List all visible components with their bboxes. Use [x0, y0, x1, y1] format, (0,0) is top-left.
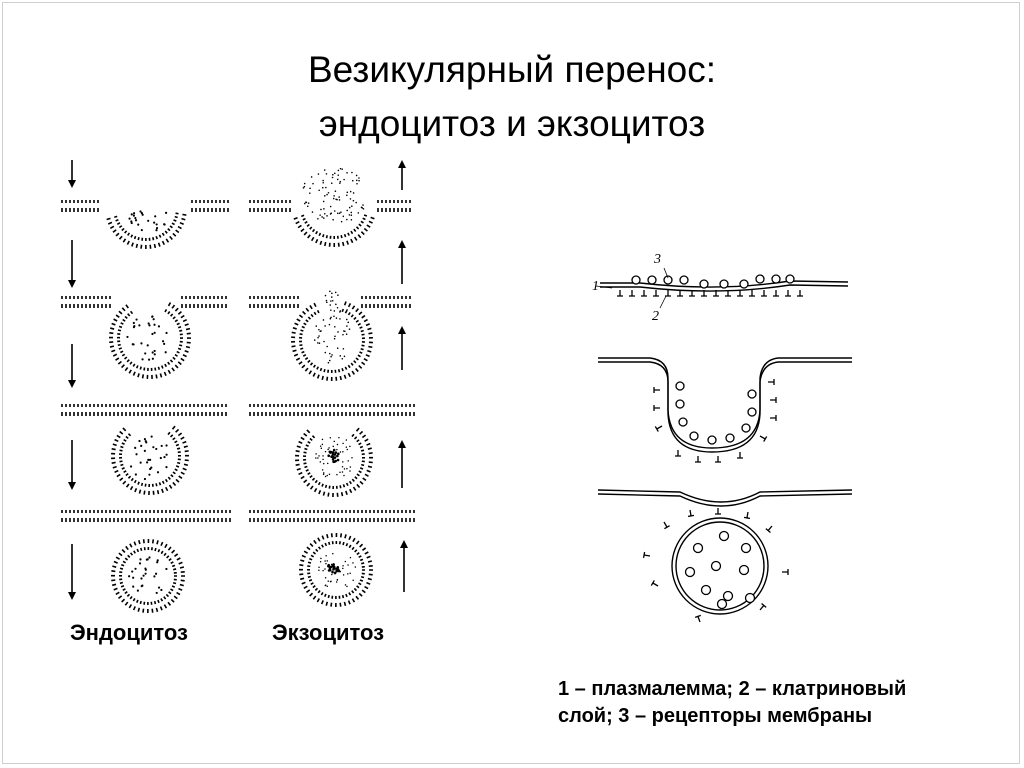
plasmalemma-recovered: [597, 489, 853, 507]
endo-stage-2: [61, 296, 227, 379]
endo-arrow-1: [68, 160, 76, 188]
slide-title-line-2: эндоцитоз и экзоцитоз: [318, 103, 706, 144]
exo-arrow-4: [398, 440, 406, 488]
exo-arrow-5: [400, 540, 408, 592]
exo-stage-2: [249, 290, 411, 382]
caption-exocytosis: Экзоцитоз: [272, 620, 385, 645]
exo-arrow-3: [398, 326, 406, 370]
endo-arrow-5: [68, 544, 76, 600]
exo-arrow-1: [398, 160, 406, 190]
exo-arrow-2: [398, 240, 406, 284]
exo-stage-1: [249, 167, 411, 248]
endocytosis-column: [61, 160, 231, 614]
endo-stage-4: [61, 510, 231, 614]
label-plasmalemma-number: 1: [592, 279, 599, 294]
legend-line-1: 1 – плазмалемма; 2 – клатриновый: [558, 678, 907, 700]
legend: 1 – плазмалемма; 2 – клатриновый слой; 3…: [558, 676, 978, 730]
exo-stage-4: [249, 510, 415, 608]
endo-arrow-4: [68, 440, 76, 490]
clathrin-stage-pit: [598, 357, 852, 463]
endo-arrow-3: [68, 344, 76, 388]
caption-endocytosis: Эндоцитоз: [70, 620, 188, 645]
plasmalemma-pit: [598, 357, 852, 453]
clathrin-stage-flat: [595, 267, 849, 309]
clathrin-stage-vesicle: [597, 489, 853, 623]
exo-stage-3: [249, 404, 415, 498]
label-clathrin-number: 2: [652, 309, 659, 324]
legend-line-2: слой; 3 – рецепторы мембраны: [558, 705, 873, 727]
clathrin-diagram: 1 2 3: [592, 252, 853, 623]
slide-title-line-1: Везикулярный перенос:: [307, 49, 717, 90]
endo-stage-3: [61, 404, 227, 496]
label-receptor-number: 3: [653, 252, 661, 267]
exocytosis-column: [249, 160, 415, 608]
endo-exo-sequence: [61, 160, 415, 614]
endo-stage-1: [61, 200, 229, 250]
endo-arrow-2: [68, 240, 76, 288]
